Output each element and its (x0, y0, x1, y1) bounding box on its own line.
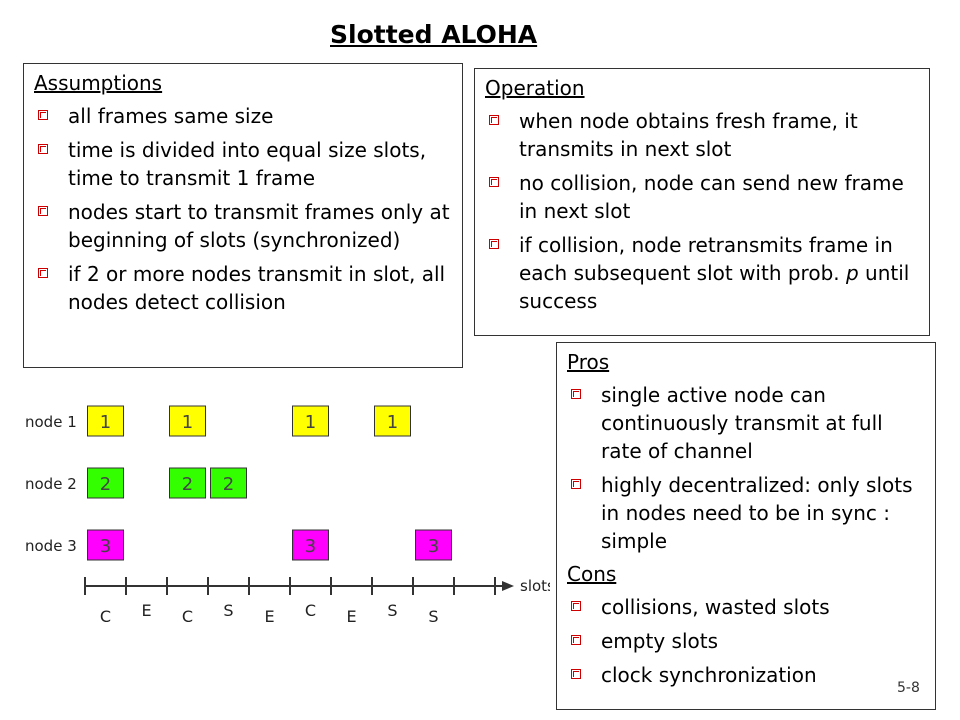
bullet-icon (38, 144, 48, 154)
bullet-icon (38, 268, 48, 278)
list-item: if collision, node retransmits frame in … (485, 231, 919, 315)
operation-heading: Operation (485, 76, 585, 100)
cons-heading: Cons (567, 562, 617, 586)
operation-box: Operation when node obtains fresh frame,… (474, 68, 930, 336)
frame-box (415, 529, 452, 561)
arrow-icon (502, 581, 514, 591)
list-item: when node obtains fresh frame, it transm… (485, 107, 919, 163)
slot-outcome: C (182, 607, 193, 626)
frame-number: 3 (305, 536, 316, 557)
slot-outcome: S (387, 601, 397, 620)
bullet-icon (571, 479, 581, 489)
bullet-icon (571, 601, 581, 611)
frame-box (87, 405, 124, 437)
node-label: node 3 (25, 537, 77, 555)
assumptions-heading: Assumptions (34, 71, 163, 95)
slot-outcome: C (100, 607, 111, 626)
frame-number: 1 (100, 412, 111, 433)
frame-number: 1 (305, 412, 316, 433)
cons-list: collisions, wasted slots empty slots clo… (567, 593, 925, 689)
prob-variable: p (845, 261, 859, 285)
page-title: Slotted ALOHA (330, 20, 538, 49)
bullet-icon (571, 389, 581, 399)
slot-outcome: E (346, 607, 356, 626)
node-label: node 1 (25, 413, 77, 431)
frame-number: 2 (100, 474, 111, 495)
assumptions-list: all frames same size time is divided int… (34, 102, 452, 316)
list-item: time is divided into equal size slots, t… (34, 136, 452, 192)
slot-outcome: E (264, 607, 274, 626)
frame-box (169, 467, 206, 499)
frame-box (292, 529, 329, 561)
frame-number: 2 (223, 474, 234, 495)
page-number: 5-8 (897, 680, 920, 696)
frame-number: 3 (428, 536, 439, 557)
slotted-aloha-diagram: node 1 1 1 1 1 node 2 2 2 2 node 3 3 3 3 slotsC E C S E C E… (25, 405, 550, 626)
frame-number: 1 (182, 412, 193, 433)
list-item: highly decentralized: only slots in node… (567, 471, 925, 555)
slot-outcome: S (223, 601, 233, 620)
frame-box (87, 467, 124, 499)
frame-number: 2 (182, 474, 193, 495)
list-item: collisions, wasted slots (567, 593, 925, 621)
pros-list: single active node can continuously tran… (567, 381, 925, 555)
bullet-icon (489, 177, 499, 187)
frame-box (374, 405, 411, 437)
list-item: single active node can continuously tran… (567, 381, 925, 465)
frame-box (292, 405, 329, 437)
bullet-icon (571, 635, 581, 645)
frame-box (169, 405, 206, 437)
node-label: node 2 (25, 475, 77, 493)
bullet-icon (489, 115, 499, 125)
list-item: all frames same size (34, 102, 452, 130)
list-item: if 2 or more nodes transmit in slot, all… (34, 260, 452, 316)
bullet-icon (38, 110, 48, 120)
list-item: clock synchronization (567, 661, 925, 689)
list-item: no collision, node can send new frame in… (485, 169, 919, 225)
slot-outcome: C (305, 601, 316, 620)
pros-heading: Pros (567, 350, 610, 374)
slot-outcome: E (141, 601, 151, 620)
bullet-icon (489, 239, 499, 249)
slot-outcome: S (428, 607, 438, 626)
pros-cons-box: Pros single active node can continuously… (556, 342, 936, 710)
assumptions-box: Assumptions all frames same size time is… (23, 63, 463, 368)
frame-number: 3 (100, 536, 111, 557)
list-item: empty slots (567, 627, 925, 655)
frame-box (87, 529, 124, 561)
operation-list: when node obtains fresh frame, it transm… (485, 107, 919, 315)
frame-number: 1 (387, 412, 398, 433)
list-item: nodes start to transmit frames only at b… (34, 198, 452, 254)
axis-label: slots (520, 577, 550, 595)
bullet-icon (571, 669, 581, 679)
frame-box (210, 467, 247, 499)
bullet-icon (38, 206, 48, 216)
